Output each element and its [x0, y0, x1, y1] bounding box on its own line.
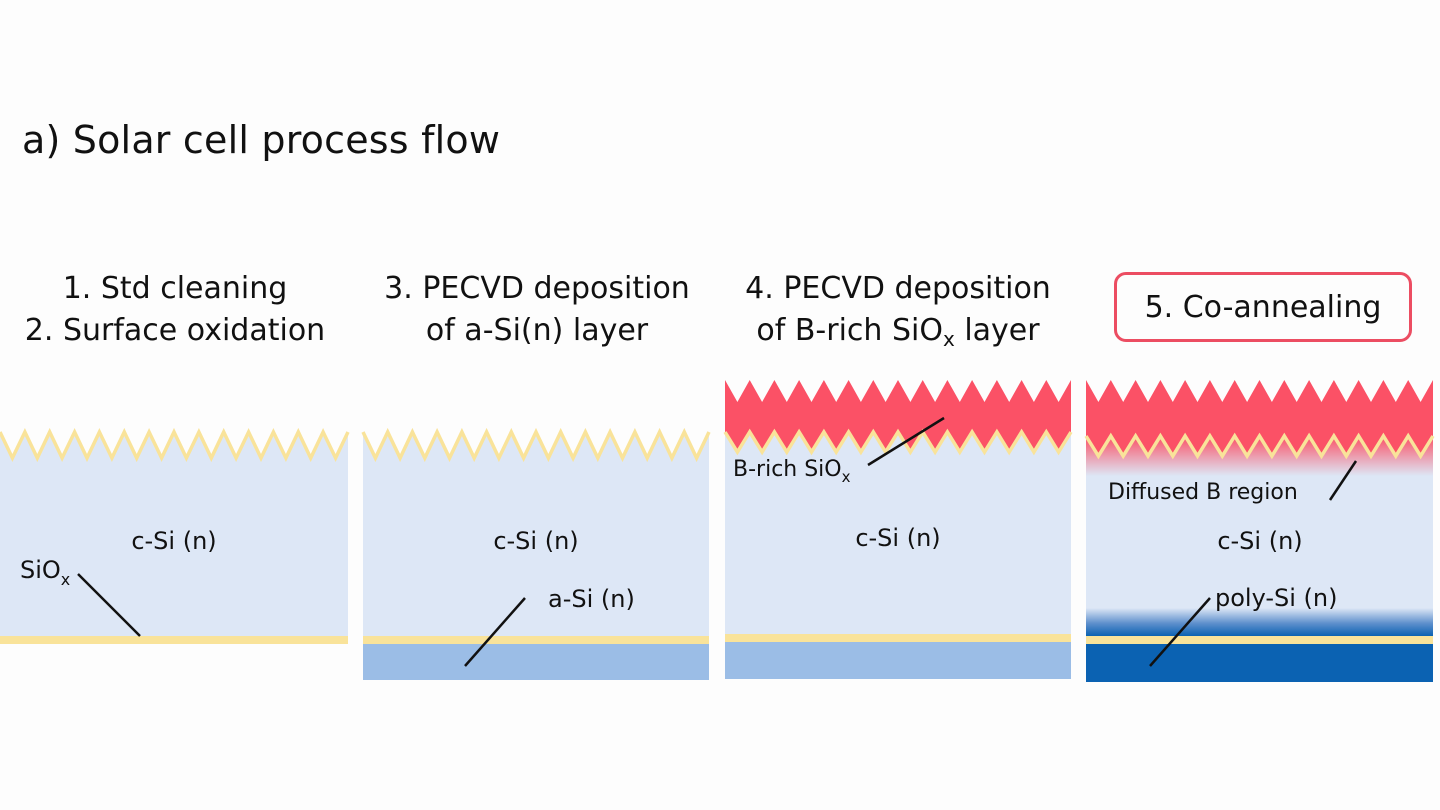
panel-4-rear-oxide	[1086, 636, 1433, 644]
step-2-heading-line-1: 3. PECVD deposition	[384, 271, 690, 306]
panel-4-diffused-label: Diffused B region	[1108, 480, 1298, 505]
panel-3-a-si-layer	[725, 642, 1071, 679]
panel-1-bulk-label: c-Si (n)	[131, 527, 216, 555]
step-3-heading-line-2-text: of B-rich SiO	[756, 313, 943, 348]
step-3-heading-subscript: x	[942, 327, 955, 351]
panel-2-a-si-layer	[363, 644, 709, 680]
panel-1-oxide-label-subscript: x	[61, 570, 70, 589]
panel-3-bulk-silicon	[725, 432, 1071, 638]
panel-4-poly-si-layer	[1086, 644, 1433, 682]
panel-3-b-rich-pointer	[867, 416, 945, 467]
step-1-heading: 1. Std cleaning 2. Surface oxidation	[14, 268, 336, 352]
panel-1: c-Si (n) SiOx	[0, 427, 350, 644]
panel-2-bulk-silicon	[363, 432, 709, 640]
panel-2-bulk-label: c-Si (n)	[493, 527, 578, 555]
panel-4-front-oxide	[1084, 432, 1435, 460]
panel-1-bulk-silicon	[0, 432, 348, 640]
panel-3-b-rich-label: B-rich SiOx	[733, 457, 851, 486]
panel-2-rear-oxide	[363, 636, 709, 644]
panel-3-b-rich-label-text: B-rich SiO	[733, 457, 842, 482]
panel-4-poly-si-pointer	[1149, 597, 1211, 667]
panel-2: c-Si (n) a-Si (n)	[361, 427, 711, 680]
panel-3-bulk-label: c-Si (n)	[855, 524, 940, 552]
panel-1-oxide-pointer	[77, 573, 141, 637]
panel-4-poly-si-gradient	[1086, 608, 1433, 636]
step-1-heading-line-2: 2. Surface oxidation	[24, 313, 326, 348]
step-3-heading-line-2-end: layer	[954, 313, 1040, 348]
panel-2-a-si-pointer	[464, 597, 526, 667]
panel-2-a-si-label: a-Si (n)	[548, 585, 635, 613]
panel-3: c-Si (n) B-rich SiOx	[723, 380, 1073, 679]
step-3-heading-line-2: of B-rich SiOx layer	[728, 310, 1068, 360]
step-3-heading-line-1: 4. PECVD deposition	[745, 271, 1051, 306]
co-annealing-highlight-box: 5. Co-annealing	[1114, 272, 1412, 342]
panel-4-bulk-label: c-Si (n)	[1217, 527, 1302, 555]
panel-1-rear-oxide	[0, 636, 348, 644]
panel-1-front-oxide	[0, 427, 350, 463]
panel-4-b-rich-siox-layer	[1086, 380, 1433, 456]
panel-3-b-rich-siox-layer	[725, 380, 1071, 452]
panel-1-oxide-label: SiOx	[20, 556, 70, 589]
step-1-heading-line-1: 1. Std cleaning	[62, 271, 288, 306]
step-3-heading: 4. PECVD deposition of B-rich SiOx layer	[728, 268, 1068, 360]
panel-3-front-oxide	[723, 428, 1073, 456]
step-4-heading: 5. Co-annealing	[1144, 289, 1382, 325]
panel-4-poly-si-label: poly-Si (n)	[1215, 584, 1338, 612]
panel-4-diffused-b-region	[1086, 436, 1433, 476]
panel-4: c-Si (n) Diffused B region poly-Si (n)	[1084, 380, 1435, 682]
step-2-heading-line-2: of a-Si(n) layer	[425, 313, 649, 348]
step-2-heading: 3. PECVD deposition of a-Si(n) layer	[372, 268, 702, 352]
panel-1-oxide-label-text: SiO	[20, 556, 61, 584]
panel-3-rear-oxide	[725, 634, 1071, 642]
panel-2-front-oxide	[361, 427, 711, 463]
panel-3-b-rich-label-subscript: x	[842, 468, 851, 486]
figure-title: a) Solar cell process flow	[22, 118, 501, 162]
panel-4-diffused-pointer	[1328, 460, 1358, 501]
panel-4-bulk-silicon	[1086, 436, 1433, 640]
